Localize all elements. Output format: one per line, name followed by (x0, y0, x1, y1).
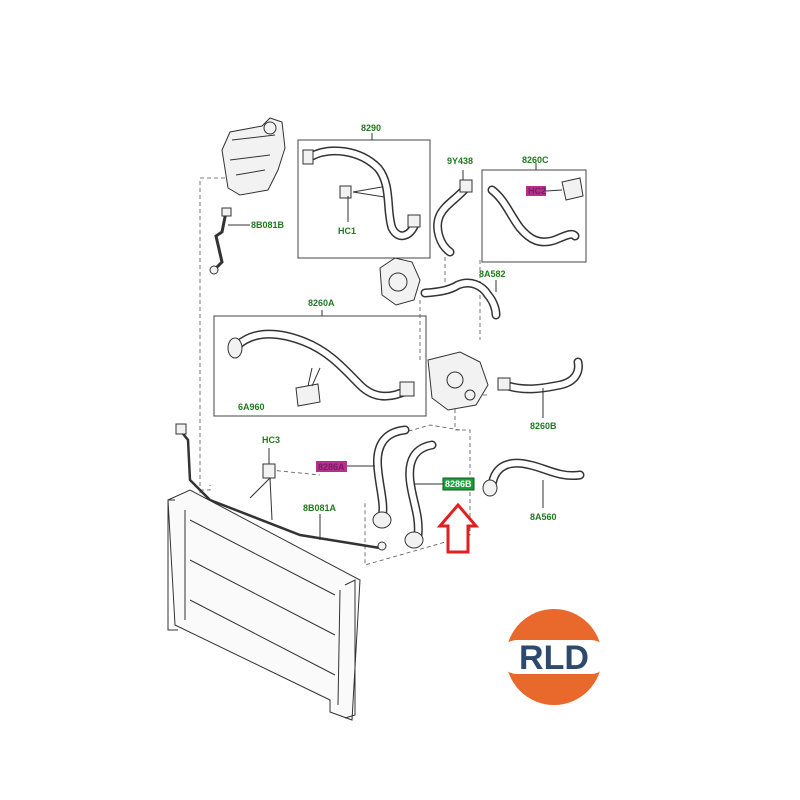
vent-pipe-8b081a (175, 423, 387, 551)
label-hc2: HC2 (528, 186, 546, 196)
label-9y438: 9Y438 (447, 156, 473, 166)
dashed-assembly-lines (199, 177, 490, 566)
hose-8286a (347, 425, 410, 529)
assembly-box-8260c (481, 163, 587, 263)
label-hc3: HC3 (262, 435, 280, 445)
label-8b081b: 8B081B (251, 220, 285, 230)
label-8a582: 8A582 (479, 269, 506, 279)
hose-8260b (497, 357, 583, 418)
clip-hc3 (249, 448, 276, 521)
label-8260b: 8260B (530, 421, 557, 431)
label-8286b: 8286B (445, 479, 472, 489)
label-6a960: 6A960 (238, 402, 265, 412)
assembly-box-8260a (213, 310, 427, 417)
label-8b081a: 8B081A (303, 503, 337, 513)
hose-8a582 (420, 278, 501, 320)
hose-8a560 (482, 458, 585, 508)
label-8260a: 8260A (308, 298, 335, 308)
label-8286a: 8286A (318, 462, 345, 472)
rld-logo: RLD (500, 609, 608, 705)
water-pump (379, 257, 421, 306)
expansion-tank (221, 117, 286, 196)
red-arrow-indicator (436, 502, 480, 554)
highlight-hc2: HC2 (526, 186, 546, 196)
hose-8286b (404, 440, 443, 549)
radiator (167, 489, 361, 721)
label-8290: 8290 (361, 123, 381, 133)
label-hc1: HC1 (338, 226, 356, 236)
logo-text: RLD (519, 639, 589, 677)
vent-pipe-8b081b (209, 207, 250, 275)
highlight-8286b: 8286B (442, 477, 475, 491)
label-8260c: 8260C (522, 155, 549, 165)
thermostat-housing (427, 351, 489, 411)
assembly-box-8290 (297, 133, 431, 259)
hose-9y438 (433, 170, 473, 257)
highlight-8286a: 8286A (316, 461, 347, 472)
label-8a560: 8A560 (530, 512, 557, 522)
